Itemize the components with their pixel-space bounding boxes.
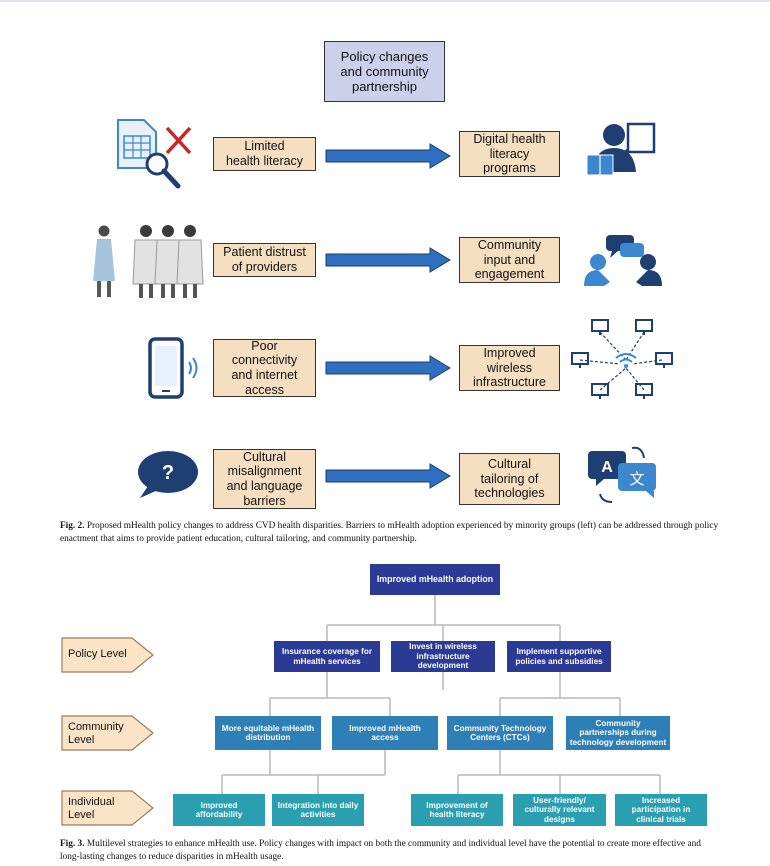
solution-box-digital-literacy: Digital health literacy programs bbox=[459, 131, 560, 177]
solution-box-cultural-tailoring: Cultural tailoring of technologies bbox=[459, 453, 560, 505]
figure3-caption-text: Multilevel strategies to enhance mHealth… bbox=[60, 839, 701, 862]
community-node-equitable-distribution: More equitable mHealth distribution bbox=[215, 716, 321, 750]
policy-node-wireless: Invest in wireless infrastructure develo… bbox=[391, 641, 495, 672]
figure3-caption-label: Fig. 3. bbox=[60, 839, 85, 849]
solution-box-wireless-infrastructure: Improved wireless infrastructure bbox=[459, 345, 560, 391]
barrier-box-cultural-misalignment: Cultural misalignment and language barri… bbox=[213, 449, 316, 509]
figure2-caption-text: Proposed mHealth policy changes to addre… bbox=[60, 521, 719, 544]
policy-node-insurance: Insurance coverage for mHealth services bbox=[274, 641, 380, 672]
question-bubble-icon: ? bbox=[138, 451, 198, 498]
arrow-row-2 bbox=[325, 247, 451, 273]
teacher-presentation-icon bbox=[586, 122, 656, 176]
policy-level-label: Policy Level bbox=[68, 648, 127, 660]
barrier-box-patient-distrust: Patient distrust of providers bbox=[213, 243, 316, 277]
individual-node-health-literacy: Improvement of health literacy bbox=[411, 794, 503, 826]
svg-text:?: ? bbox=[162, 462, 174, 484]
community-level-label: Community Level bbox=[68, 721, 124, 746]
solution-box-community-input: Community input and engagement bbox=[459, 237, 560, 283]
individual-level-tag bbox=[61, 790, 154, 826]
figure2-graphics: ? A 文 bbox=[93, 119, 673, 503]
figure3-caption: Fig. 3. Multilevel strategies to enhance… bbox=[60, 838, 720, 864]
svg-text:文: 文 bbox=[629, 470, 644, 488]
figure2-caption-label: Fig. 2. bbox=[60, 521, 85, 531]
policy-changes-box: Policy changes and community partnership bbox=[324, 41, 445, 102]
spreadsheet-search-cross-icon bbox=[117, 119, 192, 189]
community-node-ctcs: Community Technology Centers (CTCs) bbox=[447, 716, 553, 750]
conversation-people-icon bbox=[584, 235, 662, 286]
improved-mhealth-adoption-node: Improved mHealth adoption bbox=[370, 564, 500, 595]
community-node-improved-access: Improved mHealth access bbox=[332, 716, 438, 750]
figure2-caption: Fig. 2. Proposed mHealth policy changes … bbox=[60, 520, 720, 546]
arrow-row-3 bbox=[325, 355, 451, 381]
individual-node-daily-activities: Integration into daily activities bbox=[272, 794, 364, 826]
policy-level-tag bbox=[61, 637, 154, 673]
individual-node-affordability: Improved affordability bbox=[173, 794, 265, 826]
individual-level-label: Individual Level bbox=[68, 796, 115, 821]
policy-node-subsidies: Implement supportive policies and subsid… bbox=[507, 641, 611, 672]
translation-icon: A 文 bbox=[588, 446, 656, 503]
individual-node-friendly-designs: User-friendly/ culturally relevant desig… bbox=[513, 794, 606, 826]
barrier-box-poor-connectivity: Poor connectivity and internet access bbox=[213, 339, 316, 397]
smartphone-signal-icon bbox=[148, 337, 198, 399]
barrier-box-health-literacy: Limited health literacy bbox=[213, 137, 316, 171]
arrow-row-4 bbox=[325, 463, 451, 489]
community-node-partnerships: Community partnerships during technology… bbox=[566, 716, 670, 750]
individual-node-clinical-trials: Increased participation in clinical tria… bbox=[615, 794, 707, 826]
community-level-tag bbox=[61, 715, 154, 751]
wireless-network-icon bbox=[571, 319, 673, 399]
svg-text:A: A bbox=[601, 459, 613, 476]
page-top-rule bbox=[0, 0, 770, 2]
patient-and-doctors-icon bbox=[93, 225, 204, 298]
arrow-row-1 bbox=[325, 143, 451, 169]
